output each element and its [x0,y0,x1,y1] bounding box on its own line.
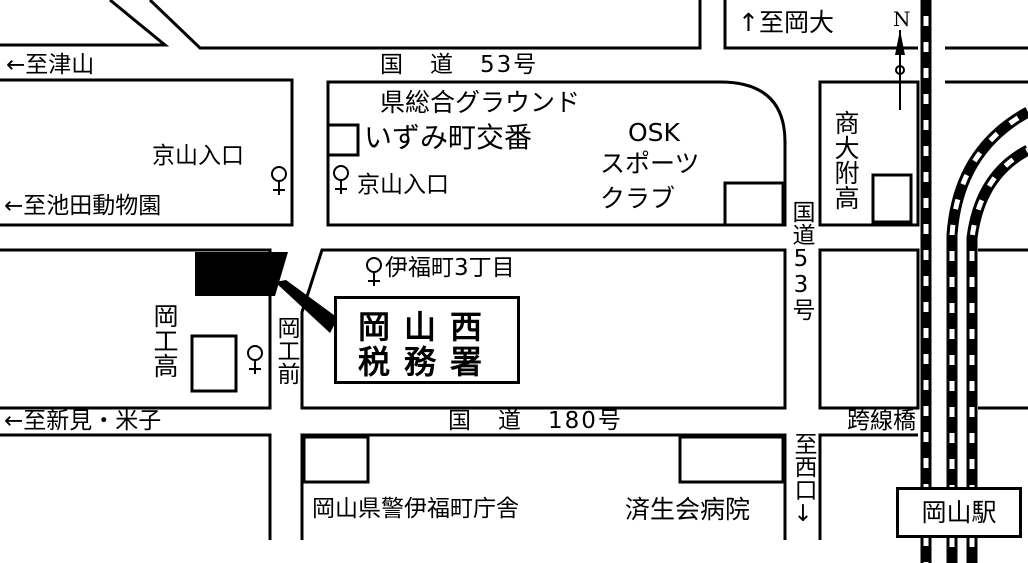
police-building [302,435,370,484]
bus-stop-icon [247,345,263,374]
city-block [0,78,294,227]
north-label: N [893,7,911,31]
road-label-route53: 国 道 53号 [380,52,539,78]
tax-office-pointer [275,280,338,333]
koban-marker [326,123,360,157]
bus-stop-ifukucho: 伊福町3丁目 [385,255,515,281]
shodai-building [871,173,913,224]
landmark-saiseikai: 済生会病院 [625,495,751,524]
road-label-route180: 国 道 180号 [448,408,623,434]
bus-stop-okako-mae: 岡工前 [273,316,299,385]
direction-okadai: ↑至岡大 [738,8,834,37]
station-name: 岡山駅 [921,498,997,527]
direction-ikeda-zoo: ←至池田動物園 [4,193,162,219]
tax-office-name-1: 岡山西 [357,308,496,346]
city-block [818,433,918,540]
direction-nishiguchi: 至西口↓ [790,432,816,527]
road-edge [723,0,918,50]
city-block [818,248,920,410]
osk-building [723,181,785,227]
landmark-stadium: 県総合グラウンド [380,88,581,117]
bus-stop-kyoyama-left: 京山入口 [357,172,449,198]
railway-branch-1 [946,107,1028,563]
road-label-route53-side: 国道53号 [788,200,814,321]
road-diagonal [0,0,170,47]
city-block [0,248,272,410]
tax-office-location [195,252,288,296]
city-block [818,80,920,227]
station-label-box: 岡山駅 [896,487,1022,538]
landmark-koban: いずみ町交番 [364,121,533,154]
bus-stop-icon [366,257,382,286]
landmark-osk-3: クラブ [600,184,676,213]
landmark-police-office: 岡山県警伊福町庁舎 [312,496,519,522]
landmark-osk-2: スポーツ [600,149,700,178]
city-block [0,433,272,540]
direction-tsuyama: ←至津山 [6,52,95,78]
tax-office-label-box: 岡山西 税務署 [334,296,520,384]
city-block-stadium [326,80,787,227]
bus-stop-icon [271,166,287,195]
road-label-crossing-bridge: 跨線橋 [847,408,916,434]
landmark-okako: 岡工高 [150,303,179,378]
tax-office-name-2: 税務署 [357,343,496,381]
road-diagonal [148,0,702,50]
saiseikai-building [678,435,785,484]
city-block [300,433,787,540]
north-arrow-icon [895,30,905,110]
direction-niimi-yonago: ←至新見・米子 [4,408,162,434]
landmark-osk-1: OSK [628,118,680,147]
bus-stop-kyoyama-right: 京山入口 [152,143,244,169]
railway-branch-2 [966,145,1028,563]
landmark-shodai-fuzoku: 商大附高 [831,110,860,210]
bus-stop-icon [333,165,349,194]
okako-building [190,334,238,393]
